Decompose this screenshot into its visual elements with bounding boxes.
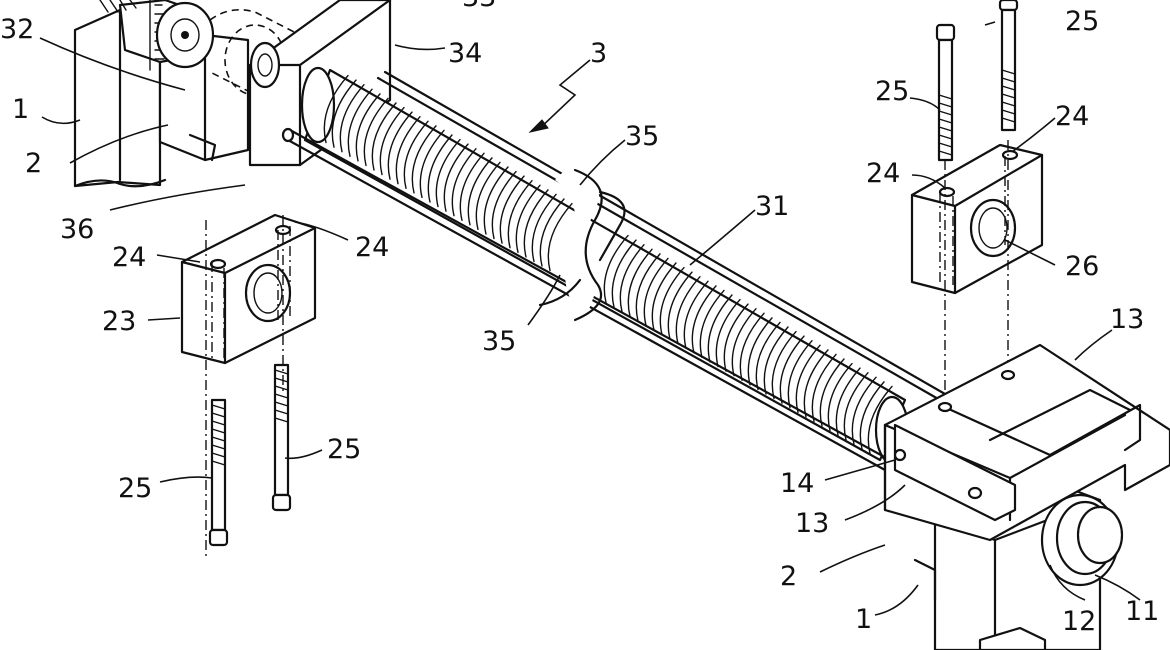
label-2-right: 2	[780, 561, 797, 592]
label-34: 34	[448, 38, 482, 69]
label-3: 3	[590, 38, 607, 69]
gear-assembly	[99, 0, 215, 71]
screw-rod	[300, 66, 910, 465]
left-bolt-b	[271, 363, 292, 512]
label-25-right: 25	[875, 76, 909, 107]
arrow-3	[528, 119, 549, 133]
label-24-a: 24	[112, 242, 146, 273]
leader-lines	[39, 21, 1141, 616]
break-mark	[538, 165, 626, 322]
label-14: 14	[780, 468, 814, 499]
label-32: 32	[0, 14, 34, 45]
label-13-mid: 13	[795, 508, 829, 539]
label-36: 36	[60, 214, 94, 245]
label-24-c: 24	[1055, 101, 1089, 132]
right-bracket	[883, 343, 1170, 602]
label-2-left: 2	[25, 148, 42, 179]
left-bolt-a	[208, 398, 229, 547]
left-bearing-block	[180, 213, 317, 365]
label-23: 23	[102, 306, 136, 337]
right-bolt-b	[998, 0, 1019, 132]
right-bearing-block	[910, 143, 1044, 295]
label-31: 31	[755, 191, 789, 222]
label-26: 26	[1065, 251, 1099, 282]
label-35-bottom: 35	[482, 326, 516, 357]
label-12: 12	[1062, 606, 1096, 637]
label-25-left-lower: 25	[118, 473, 152, 504]
label-25-left-mid: 25	[327, 434, 361, 465]
right-bolt-a	[935, 23, 956, 162]
label-1-right: 1	[855, 604, 872, 635]
label-24-d: 24	[866, 158, 900, 189]
label-24-b: 24	[355, 232, 389, 263]
reference-labels: 33 32 34 3 1 2 36 24 24 23 25 25 35 35 3…	[0, 0, 1159, 637]
label-13-top: 13	[1110, 304, 1144, 335]
label-11: 11	[1125, 596, 1159, 627]
label-25-top-right: 25	[1065, 6, 1099, 37]
label-1-left: 1	[12, 94, 29, 125]
label-33: 33	[462, 0, 496, 13]
label-35-top: 35	[625, 121, 659, 152]
